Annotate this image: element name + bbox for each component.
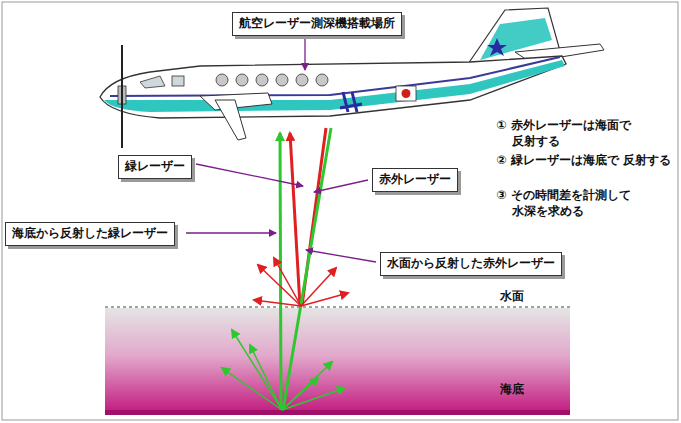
callout-text: 水面から反射した赤外レーザー [387,256,555,272]
callout-box: 緑レーザー [118,155,192,179]
water-surface [105,307,570,308]
step-note: ① 赤外レーザーは海面で 反射する [496,118,677,149]
leader-lines [186,38,376,262]
callout-text: 緑レーザー [125,159,185,175]
seabed [105,410,570,415]
callout-text: 航空レーザー測深機搭載場所 [239,16,395,32]
callout-box: 赤外レーザー [372,168,458,192]
step-note: ③ その時間差を計測して 水深を求める [496,188,677,219]
callout-text: 海底から反射した緑レーザー [12,226,168,242]
step-note: ② 緑レーザーは海底で 反射する [496,153,677,169]
callout-box: 航空レーザー測深機搭載場所 [232,12,402,36]
callout-box: 海底から反射した緑レーザー [5,222,175,246]
callout-text: 赤外レーザー [379,172,451,188]
water-column [105,308,570,414]
region-label: 海底 [500,382,524,398]
callout-box: 水面から反射した赤外レーザー [380,252,562,276]
laser-beams [222,128,348,410]
region-label: 水面 [500,289,524,305]
